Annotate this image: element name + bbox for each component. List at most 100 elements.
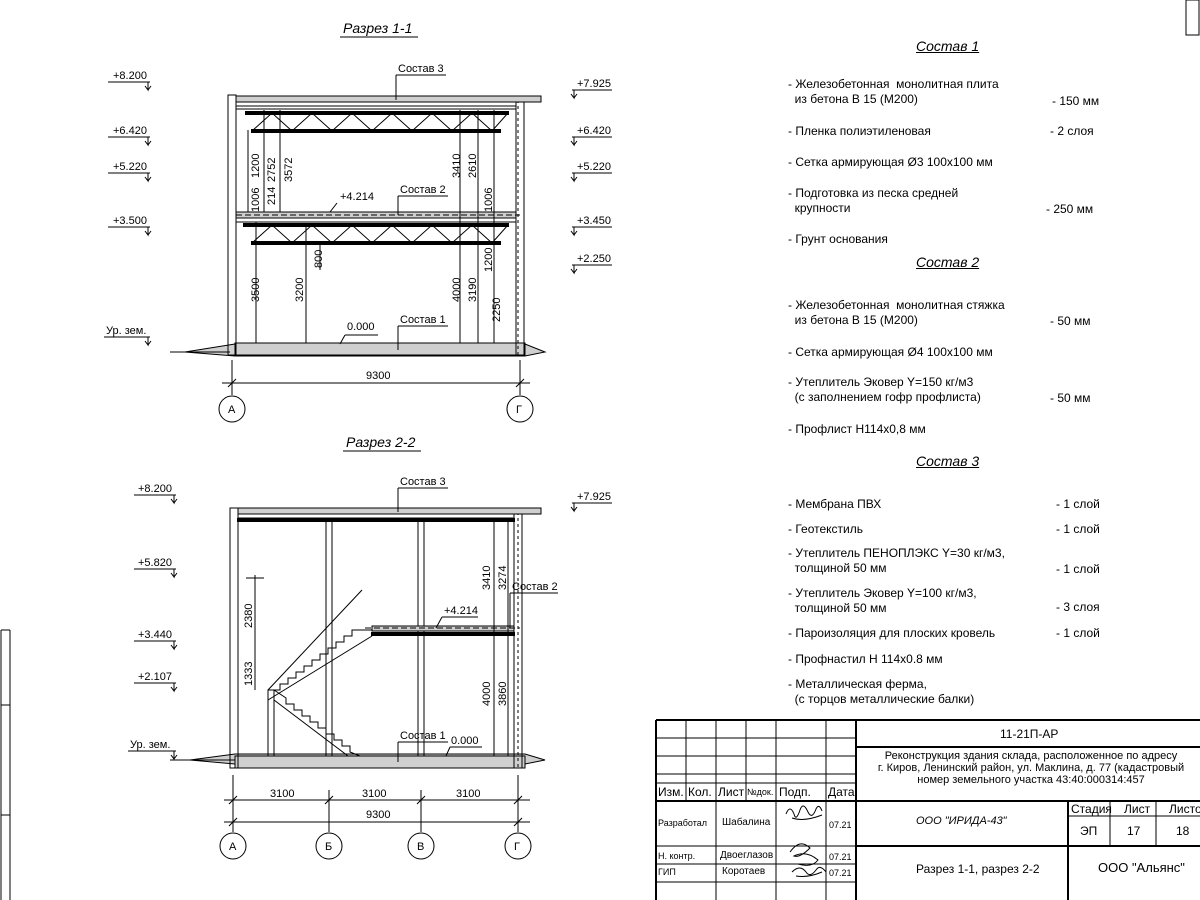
dim-3200: 3200 [294, 278, 306, 302]
org-customer: ООО "Альянс" [1098, 860, 1185, 875]
dim-214: 214 [266, 187, 278, 205]
label2-sostav2: Состав 2 [512, 581, 558, 593]
axis2-v: В [417, 841, 424, 853]
axis-g: Г [516, 404, 522, 416]
axis2-g: Г [514, 841, 520, 853]
elev2-ground: Ур. зем. [130, 739, 170, 751]
label2-sostav1: Состав 1 [400, 730, 446, 742]
comp2-row1-value: - 50 мм [1050, 314, 1091, 328]
section-2-2: Разрез 2-2 2380 1333 3410 [128, 434, 612, 860]
comp3-row2-text: - Геотекстиль [788, 522, 863, 536]
date-developer: 07.21 [829, 820, 852, 830]
stage-value: ЭП [1080, 824, 1098, 838]
dim-1200b: 1200 [483, 248, 495, 272]
comp3-row3-text: - Утеплитель ПЕНОПЛЭКС Y=30 кг/м3, толщи… [788, 546, 1005, 575]
comp2-row1-text: - Железобетонная монолитная стяжка из бе… [788, 298, 1005, 327]
elev-r-3450: +3.450 [577, 215, 611, 227]
width-9300: 9300 [366, 370, 390, 382]
dim2-3860: 3860 [497, 682, 509, 706]
sheet-title: Разрез 1-1, разрез 2-2 [916, 862, 1040, 876]
comp1-row4-value: - 250 мм [1046, 202, 1094, 216]
comp2-row3-value: - 50 мм [1050, 391, 1091, 405]
axis2-b: Б [325, 841, 332, 853]
col-ndok: №док. [747, 787, 774, 797]
elev2-r-7925: +7.925 [577, 491, 611, 503]
span-b-v: 3100 [362, 788, 386, 800]
sheets-header: Листов [1169, 802, 1200, 816]
dim-1200: 1200 [250, 154, 262, 178]
dim-3190: 3190 [467, 278, 479, 302]
elev2-2107: +2.107 [138, 671, 172, 683]
dim-2752: 2752 [266, 158, 278, 182]
dim-3572: 3572 [283, 158, 295, 182]
col-podp: Подп. [779, 785, 811, 799]
section1-title: Разрез 1-1 [343, 20, 412, 36]
sheet-value: 17 [1127, 824, 1141, 838]
comp3-row4-text: - Утеплитель Эковер Y=100 кг/м3, толщино… [788, 586, 977, 615]
label-sostav3: Состав 3 [398, 63, 444, 75]
span-v-g: 3100 [456, 788, 480, 800]
dim-3410: 3410 [451, 154, 463, 178]
elev2-3440: +3.440 [138, 629, 172, 641]
comp1-row4-text: - Подготовка из песка средней крупности [788, 186, 959, 215]
comp1-row1-text: - Железобетонная монолитная плита из бет… [788, 77, 999, 106]
name-developer: Шабалина [722, 817, 771, 828]
comp1-title: Состав 1 [916, 38, 980, 54]
dim2-3410: 3410 [481, 566, 493, 590]
role-norm-control: Н. контр. [658, 851, 696, 861]
col-kol: Кол. [688, 785, 712, 799]
comp2-row3-text: - Утеплитель Эковер Y=150 кг/м3 (с запол… [788, 375, 981, 404]
comp2-title: Состав 2 [916, 254, 980, 270]
project-name: Реконструкция здания склада, расположенн… [877, 750, 1185, 786]
comp3-row1-value: - 1 слой [1056, 497, 1100, 511]
comp3-row6-text: - Профнастил Н 114х0.8 мм [788, 652, 943, 666]
role-developer: Разработал [658, 818, 707, 828]
comp3-row4-value: - 3 слоя [1056, 600, 1100, 614]
date-norm-control: 07.21 [829, 852, 852, 862]
comp1-row3-text: - Сетка армирующая Ø3 100х100 мм [788, 155, 993, 169]
dim-3500: 3500 [250, 278, 262, 302]
dim2-2380: 2380 [243, 604, 255, 628]
stage-header: Стадия [1071, 802, 1112, 816]
col-list: Лист [718, 785, 745, 799]
dim-2610: 2610 [467, 154, 479, 178]
elev-r-7925: +7.925 [577, 78, 611, 90]
elev-5220: +5.220 [113, 161, 147, 173]
elev-r-2250: +2.250 [577, 253, 611, 265]
section2-title: Разрез 2-2 [346, 434, 416, 450]
label-sostav2: Состав 2 [400, 184, 446, 196]
level-0000: 0.000 [347, 321, 375, 333]
span-a-b: 3100 [270, 788, 294, 800]
level-4214: +4.214 [340, 191, 374, 203]
comp1-row2-text: - Пленка полиэтиленовая [788, 124, 931, 138]
label-sostav1: Состав 1 [400, 314, 446, 326]
dim2-4000: 4000 [481, 682, 493, 706]
dim-1006: 1006 [250, 188, 262, 212]
dim-4000: 4000 [451, 278, 463, 302]
comp3-row7-text: - Металлическая ферма, (с торцов металли… [788, 677, 975, 706]
comp3-title: Состав 3 [916, 453, 980, 469]
dim-2250: 2250 [491, 298, 503, 322]
comp1-row1-value: - 150 мм [1052, 94, 1100, 108]
comp3-row1-text: - Мембрана ПВХ [788, 497, 882, 511]
title-block-grid [655, 719, 1200, 900]
width2-9300: 9300 [366, 809, 390, 821]
dim2-3274: 3274 [497, 566, 509, 590]
elev-ground: Ур. зем. [106, 325, 146, 337]
elev-6420: +6.420 [113, 125, 147, 137]
date-gip: 07.21 [829, 868, 852, 878]
elev-r-5220: +5.220 [577, 161, 611, 173]
elev2-5820: +5.820 [138, 557, 172, 569]
dim2-1333: 1333 [243, 662, 255, 686]
comp1-row5-text: - Грунт основания [788, 232, 888, 246]
comp2-row2-text: - Сетка армирующая Ø4 100х100 мм [788, 345, 993, 359]
role-gip: ГИП [658, 867, 676, 877]
name-norm-control: Двоеглазов [720, 850, 774, 861]
axis-a: А [228, 404, 236, 416]
comp3-row5-value: - 1 слой [1056, 626, 1100, 640]
dim-1006b: 1006 [483, 188, 495, 212]
col-data: Дата [828, 785, 855, 799]
sheet-header: Лист [1124, 802, 1151, 816]
elev-3500: +3.500 [113, 215, 147, 227]
